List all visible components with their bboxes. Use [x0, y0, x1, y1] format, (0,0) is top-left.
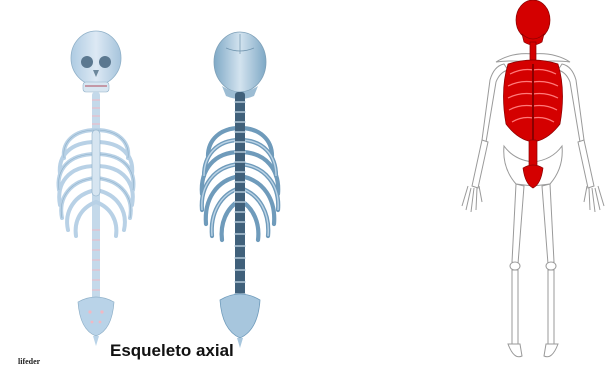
full-skeleton-axial-highlight-icon	[452, 0, 606, 370]
caption-title: Esqueleto axial	[110, 341, 234, 361]
axial-skeleton-back-icon	[196, 30, 284, 348]
watermark-logo: lifeder	[18, 357, 40, 366]
axial-skeleton-front-icon	[52, 30, 140, 348]
